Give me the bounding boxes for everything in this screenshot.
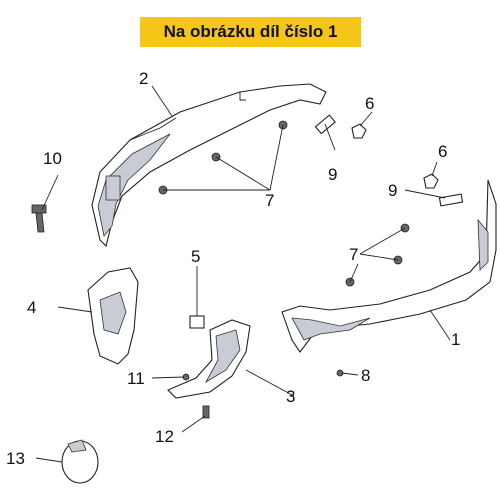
part-3-bracket xyxy=(167,319,251,399)
callout-6b: 6 xyxy=(438,142,447,161)
callout-4: 4 xyxy=(27,298,36,317)
highlight-banner: Na obrázku díl číslo 1 xyxy=(140,17,361,47)
callout-1: 1 xyxy=(451,330,460,349)
callout-11: 11 xyxy=(127,369,145,388)
callout-9a: 9 xyxy=(328,165,337,184)
part-10-screw xyxy=(31,204,47,233)
callout-7a: 7 xyxy=(265,191,274,210)
callout-numbers: 2 6 10 6 9 9 7 7 5 4 1 8 11 3 12 13 xyxy=(6,69,460,468)
callout-10: 10 xyxy=(43,149,62,168)
callout-13: 13 xyxy=(6,449,25,468)
callout-8: 8 xyxy=(361,366,370,385)
callout-6a: 6 xyxy=(365,94,374,113)
callout-12: 12 xyxy=(155,427,174,446)
callout-9b: 9 xyxy=(388,181,397,200)
callout-7b: 7 xyxy=(349,245,358,264)
part-1-lower-panel xyxy=(281,179,497,353)
callout-5: 5 xyxy=(191,247,200,266)
callout-3: 3 xyxy=(286,387,295,406)
leader-lines xyxy=(35,85,451,463)
part-2-upper-panel xyxy=(91,83,327,248)
part-4-side-cover xyxy=(87,267,139,365)
part-13-cap xyxy=(61,439,99,484)
callout-2: 2 xyxy=(139,69,148,88)
